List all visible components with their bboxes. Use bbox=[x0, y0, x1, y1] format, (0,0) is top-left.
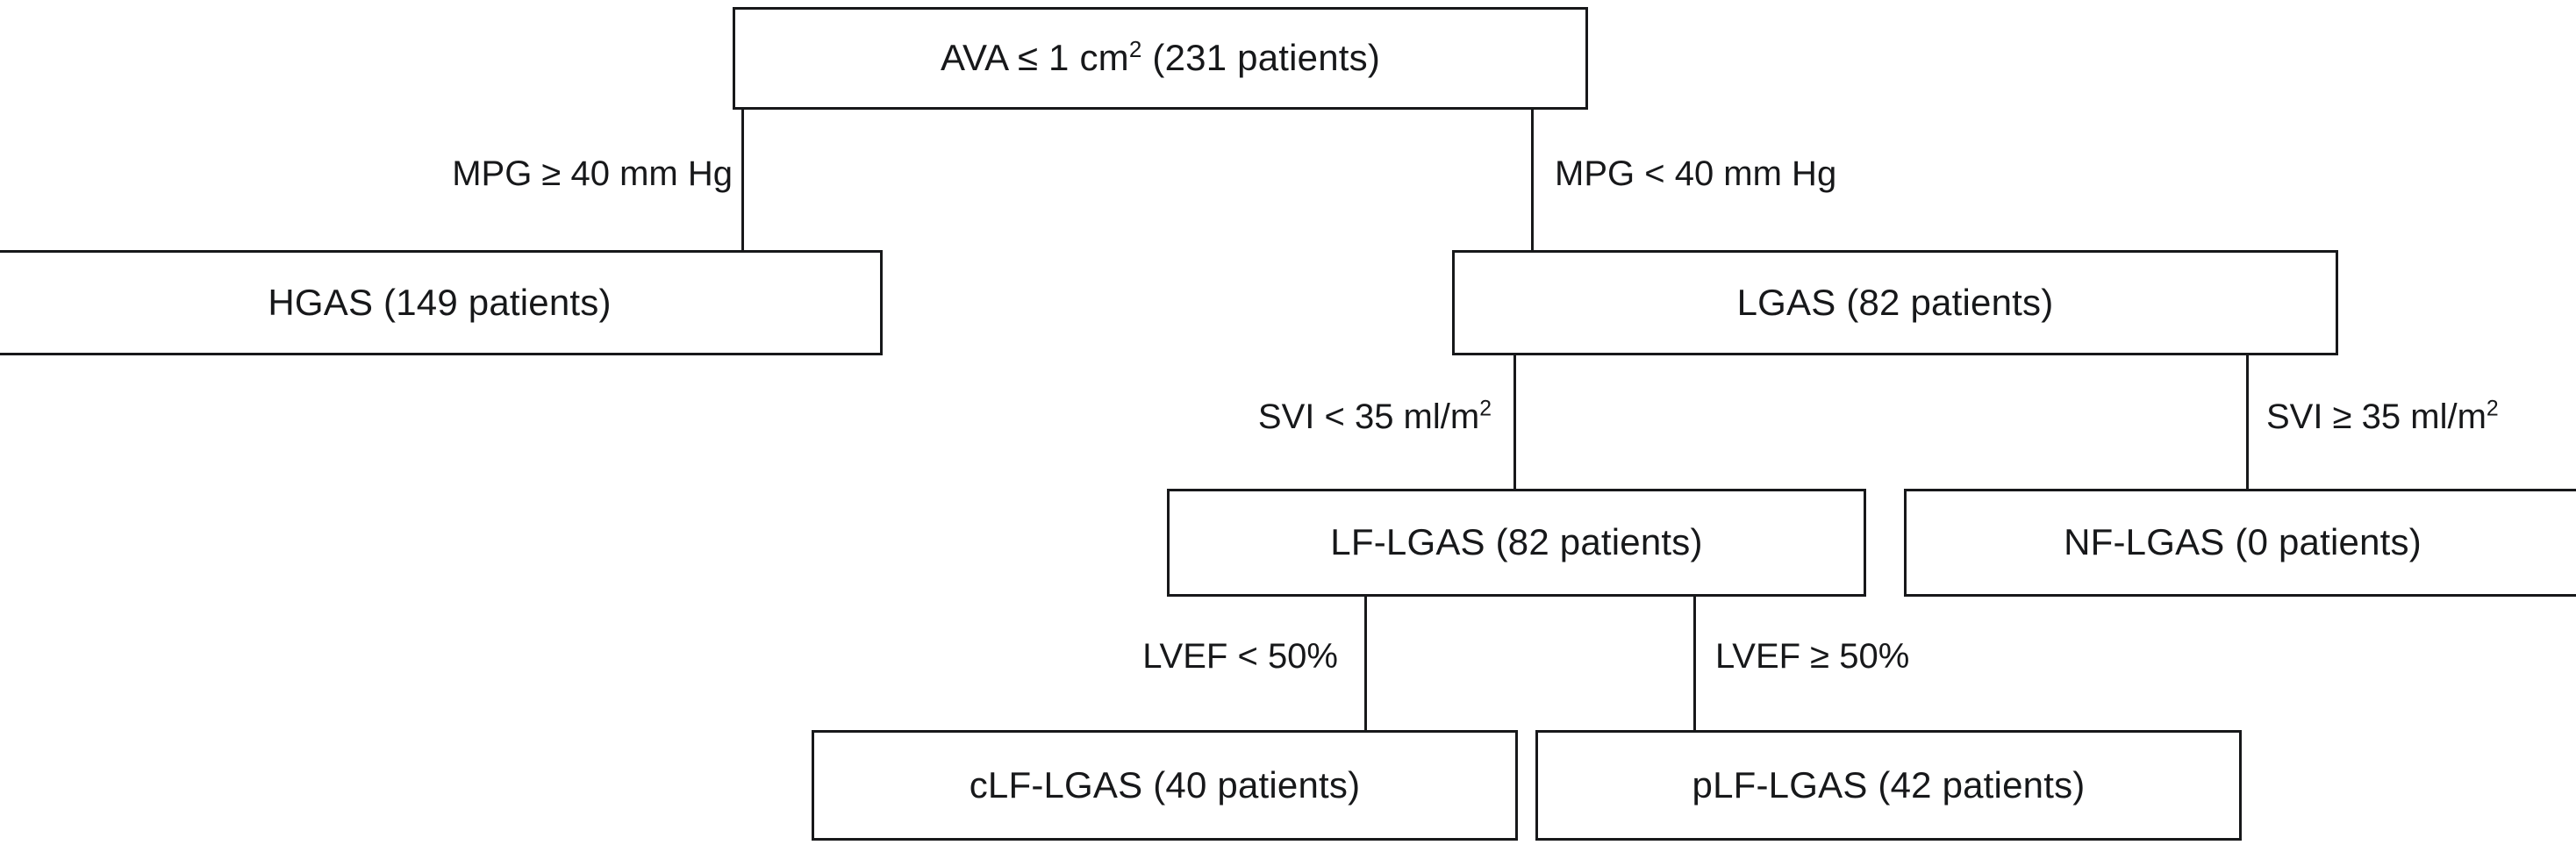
connector-lf-lgas-to-clf-lgas bbox=[1364, 594, 1367, 733]
connector-ava-to-hgas bbox=[741, 107, 744, 253]
edge-label-svi-lt-superscript: 2 bbox=[1479, 397, 1492, 421]
node-hgas-label: HGAS (149 patients) bbox=[268, 281, 612, 323]
node-ava-label: AVA ≤ 1 cm2 (231 patients) bbox=[940, 36, 1381, 79]
node-plf-lgas-label: pLF-LGAS (42 patients) bbox=[1692, 763, 2086, 806]
edge-label-mpg-lt-40: MPG < 40 mm Hg bbox=[1555, 154, 1837, 193]
connector-lf-lgas-to-plf-lgas bbox=[1693, 594, 1696, 733]
connector-lgas-to-nf-lgas bbox=[2246, 353, 2249, 491]
node-lgas[interactable]: LGAS (82 patients) bbox=[1452, 250, 2338, 355]
node-clf-lgas[interactable]: cLF-LGAS (40 patients) bbox=[812, 730, 1518, 841]
edge-label-svi-ge-35: SVI ≥ 35 ml/m2 bbox=[2266, 397, 2499, 436]
node-lf-lgas-label: LF-LGAS (82 patients) bbox=[1330, 521, 1703, 563]
edge-label-svi-ge-superscript: 2 bbox=[2486, 397, 2499, 421]
edge-label-lvef-ge-50: LVEF ≥ 50% bbox=[1715, 637, 1910, 676]
node-nf-lgas-label: NF-LGAS (0 patients) bbox=[2064, 521, 2422, 563]
node-hgas[interactable]: HGAS (149 patients) bbox=[0, 250, 883, 355]
connector-lgas-to-lf-lgas bbox=[1513, 353, 1516, 491]
edge-label-mpg-ge-40: MPG ≥ 40 mm Hg bbox=[452, 154, 733, 193]
node-nf-lgas[interactable]: NF-LGAS (0 patients) bbox=[1904, 489, 2576, 597]
node-ava[interactable]: AVA ≤ 1 cm2 (231 patients) bbox=[733, 7, 1588, 110]
node-plf-lgas[interactable]: pLF-LGAS (42 patients) bbox=[1535, 730, 2242, 841]
node-lgas-label: LGAS (82 patients) bbox=[1736, 281, 2054, 323]
connector-ava-to-lgas bbox=[1531, 107, 1534, 253]
edge-label-lvef-lt-50: LVEF < 50% bbox=[1142, 637, 1338, 676]
node-clf-lgas-label: cLF-LGAS (40 patients) bbox=[969, 763, 1361, 806]
node-ava-superscript: 2 bbox=[1128, 36, 1142, 63]
node-lf-lgas[interactable]: LF-LGAS (82 patients) bbox=[1167, 489, 1866, 597]
edge-label-svi-lt-35: SVI < 35 ml/m2 bbox=[1257, 397, 1492, 436]
